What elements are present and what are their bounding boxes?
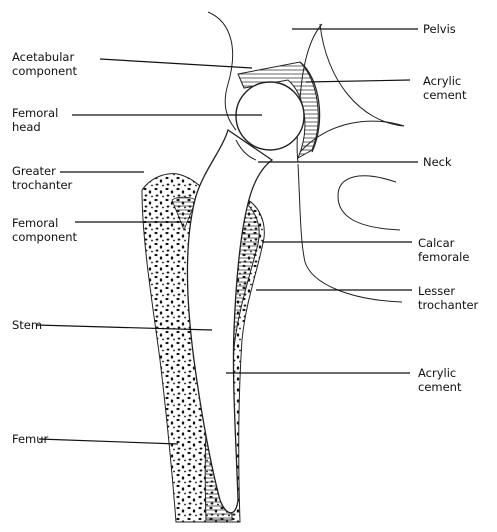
label-line: Neck (423, 155, 452, 169)
label-line: Femoral (12, 216, 77, 230)
label-line: Stem (12, 318, 42, 332)
femoral-head-shape (236, 82, 304, 150)
label-greater-trochanter: Greater trochanter (12, 164, 72, 192)
label-acrylic-cement-upper: Acrylic cement (423, 74, 466, 102)
label-line: trochanter (418, 298, 478, 312)
label-line: Acetabular (12, 50, 77, 64)
label-lesser-trochanter: Lesser trochanter (418, 284, 478, 312)
label-line: Acrylic (423, 74, 466, 88)
label-line: component (12, 64, 77, 78)
label-line: Greater (12, 164, 72, 178)
label-acetabular-component: Acetabular component (12, 50, 77, 78)
label-line: trochanter (12, 178, 72, 192)
label-acrylic-cement-lower: Acrylic cement (418, 366, 461, 394)
label-line: Lesser (418, 284, 478, 298)
label-pelvis: Pelvis (423, 22, 456, 36)
label-line: femorale (418, 250, 469, 264)
label-femoral-component: Femoral component (12, 216, 77, 244)
label-femur: Femur (12, 432, 48, 446)
label-stem: Stem (12, 318, 42, 332)
label-line: cement (418, 380, 461, 394)
label-line: Femur (12, 432, 48, 446)
label-femoral-head: Femoral head (12, 106, 58, 134)
label-line: Femoral (12, 106, 58, 120)
label-line: Calcar (418, 236, 469, 250)
label-line: cement (423, 88, 466, 102)
label-line: head (12, 120, 58, 134)
label-line: component (12, 230, 77, 244)
label-line: Pelvis (423, 22, 456, 36)
label-line: Acrylic (418, 366, 461, 380)
label-calcar-femorale: Calcar femorale (418, 236, 469, 264)
label-neck: Neck (423, 155, 452, 169)
